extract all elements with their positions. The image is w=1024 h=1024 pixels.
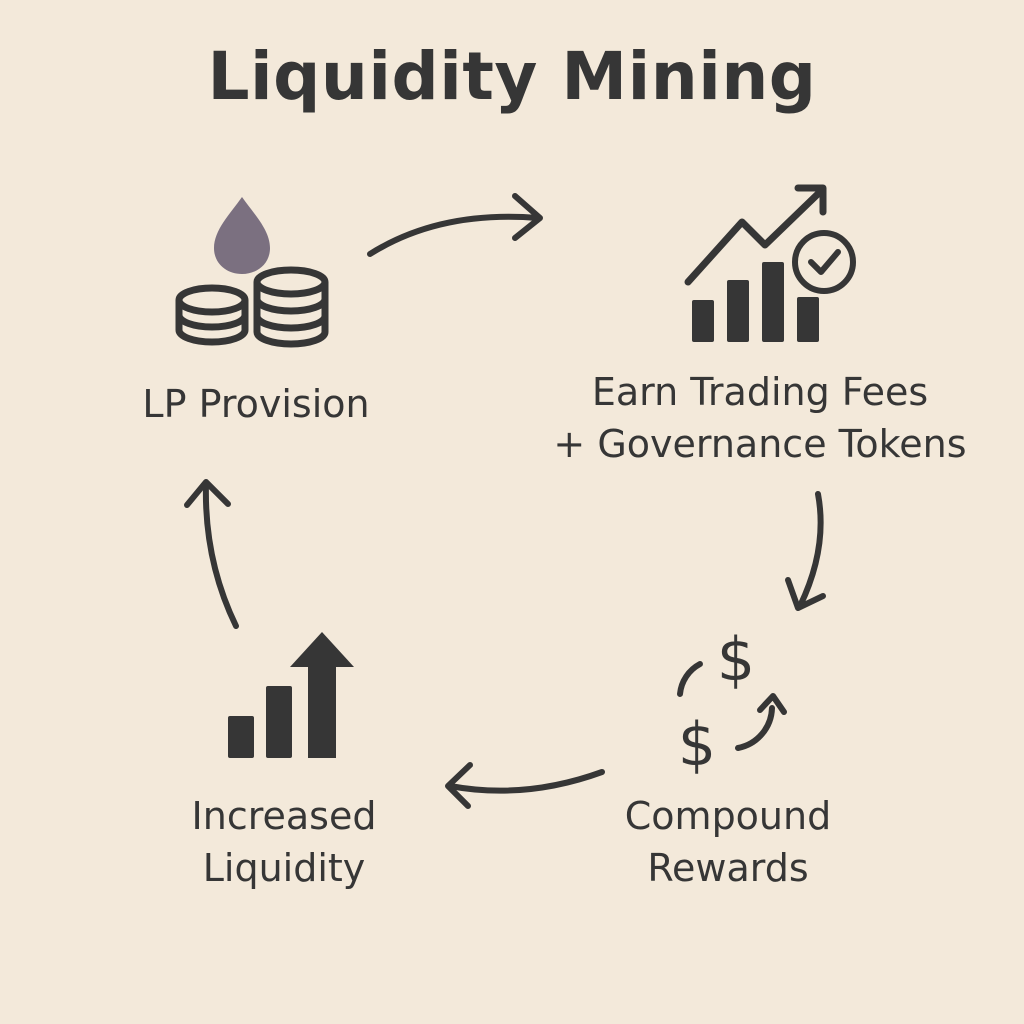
bar-icon <box>797 297 819 342</box>
step-label-compound: Compound Rewards <box>578 790 878 894</box>
cycle-arrow-left <box>184 479 239 629</box>
coin-stack-left-icon <box>175 284 249 346</box>
step-label-line: Earn Trading Fees <box>591 370 929 414</box>
bar-icon <box>266 686 292 758</box>
step-label-lp-provision: LP Provision <box>96 378 416 430</box>
droplet-coins-icon <box>175 197 329 348</box>
bar-chart-up-icon <box>228 632 354 758</box>
cycle-arrow-top <box>367 193 543 257</box>
page-title: Liquidity Mining <box>207 38 817 115</box>
bar-icon <box>762 262 784 342</box>
dollar-icon: $ <box>717 625 755 695</box>
bar-icon <box>228 716 254 758</box>
check-circle-icon <box>792 230 856 294</box>
step-label-earn: Earn Trading Fees + Governance Tokens <box>520 366 1000 470</box>
bar-icon <box>727 280 749 342</box>
trend-arrow-icon <box>684 186 826 286</box>
cycle-arc-icon <box>735 705 775 751</box>
step-label-line: Compound <box>624 794 832 838</box>
cycle-arrow-right <box>785 491 826 611</box>
step-label-line: + Governance Tokens <box>553 422 967 466</box>
step-label-line: Increased <box>191 794 377 838</box>
cycle-arc-icon <box>677 661 703 697</box>
growth-chart-check-icon <box>684 184 856 342</box>
cycle-arrow-bottom <box>445 762 605 809</box>
step-label-line: Rewards <box>647 846 809 890</box>
up-arrow-icon <box>290 632 354 667</box>
step-label-line: LP Provision <box>142 382 370 426</box>
dollar-cycle-icon: $ $ <box>677 625 787 780</box>
step-label-increased-liquidity: Increased Liquidity <box>144 790 424 894</box>
dollar-icon: $ <box>678 710 716 780</box>
check-icon <box>808 249 841 275</box>
droplet-icon <box>214 197 270 274</box>
coin-stack-right-icon <box>253 266 329 348</box>
bar-icon <box>692 300 714 342</box>
bar-icon <box>308 664 336 758</box>
step-label-line: Liquidity <box>202 846 366 890</box>
